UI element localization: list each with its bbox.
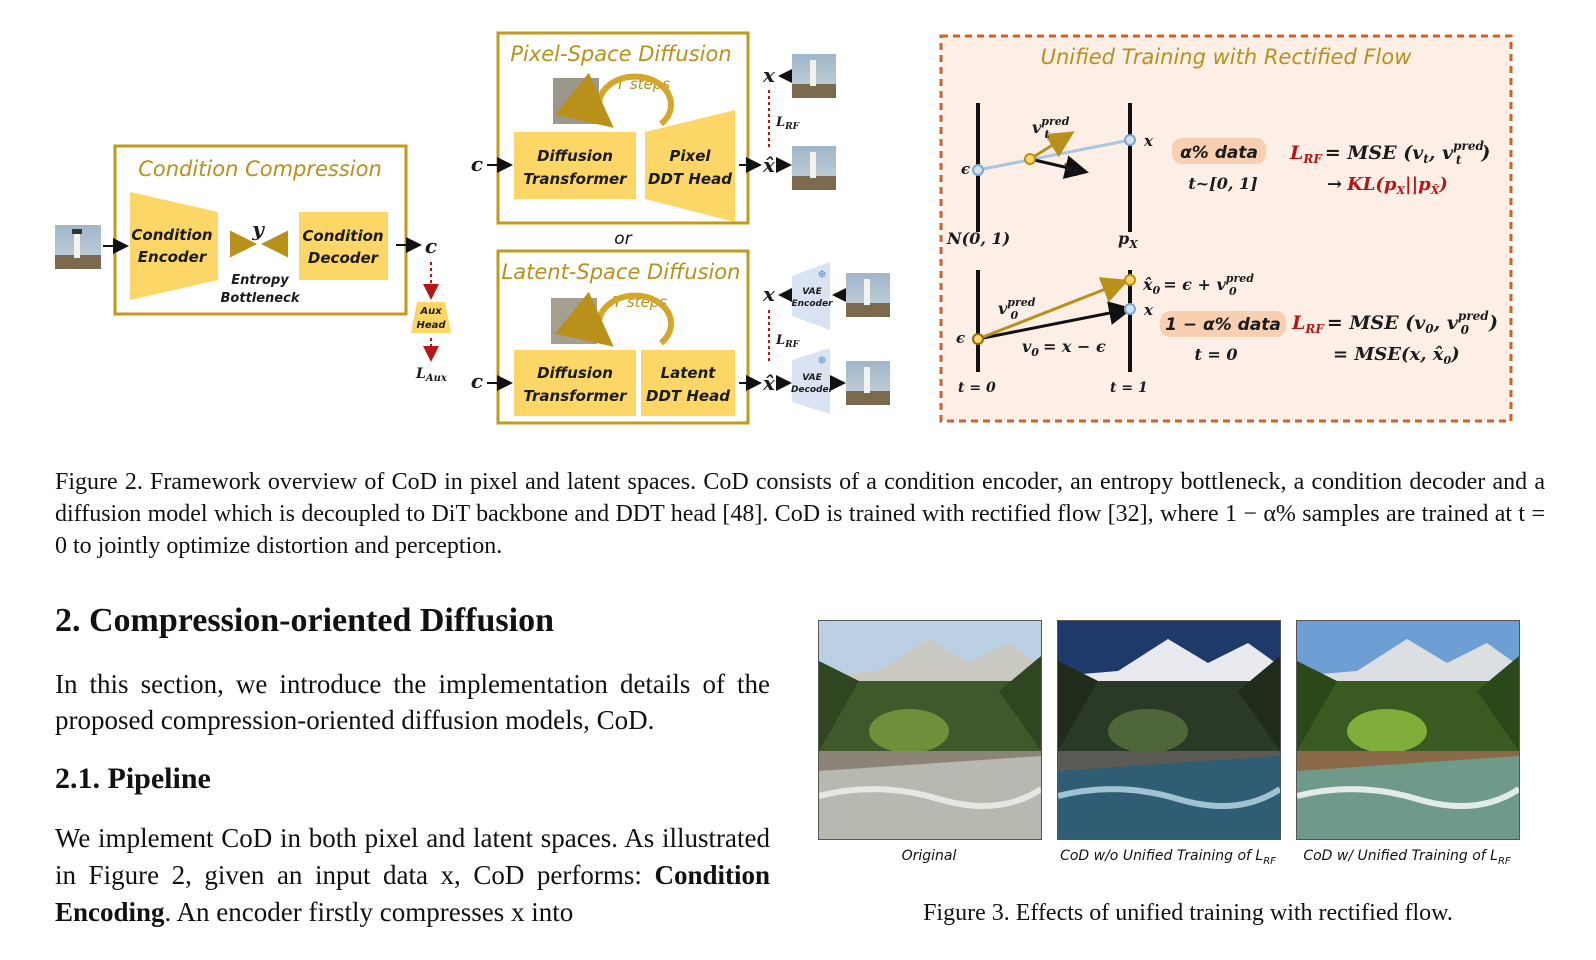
svg-text:α% data: α% data xyxy=(1180,143,1258,163)
svg-text:Encoder: Encoder xyxy=(791,299,833,309)
vae-decoder-block: VAE Decoder ❄ xyxy=(791,348,834,414)
photo-without-unified xyxy=(1057,620,1281,840)
aux-head-block xyxy=(411,302,451,333)
svg-text:x: x xyxy=(1143,132,1154,150)
unified-training-panel: Unified Training with Rectified Flow ϵ x… xyxy=(939,34,1513,423)
figure-2: Condition Compression Condition Encoder … xyxy=(0,0,1596,450)
svg-text:Encoder: Encoder xyxy=(138,248,208,266)
svg-text:VAE: VAE xyxy=(802,373,822,383)
svg-text:v0= x − ϵ: v0= x − ϵ xyxy=(1022,337,1106,359)
svg-text:DDT Head: DDT Head xyxy=(648,170,732,188)
pipeline-text: We implement CoD in both pixel and laten… xyxy=(55,823,770,890)
svg-text:c: c xyxy=(471,152,483,176)
photo-caption-original: Original xyxy=(901,848,957,864)
svg-text:Transformer: Transformer xyxy=(523,170,628,188)
framework-diagram: Condition Compression Condition Encoder … xyxy=(55,31,1513,425)
svg-text:= MSE(x, x̂0): = MSE(x, x̂0) xyxy=(1333,344,1460,367)
pixel-rf-loss: LRF xyxy=(775,115,800,132)
photo-original xyxy=(818,620,1042,840)
pipeline-paragraph: We implement CoD in both pixel and laten… xyxy=(55,820,770,931)
svg-text:Transformer: Transformer xyxy=(523,387,628,405)
condition-compression-title: Condition Compression xyxy=(138,157,382,181)
figure-2-caption: Figure 2. Framework overview of CoD in p… xyxy=(55,469,1545,559)
latent-recon-image xyxy=(846,361,890,405)
condition-encoding-term: Condition Encoding xyxy=(55,860,770,927)
pixel-recon-image xyxy=(792,146,836,190)
svg-text:Condition: Condition xyxy=(302,227,383,245)
aux-loss: LAux xyxy=(415,366,448,384)
svg-text:pX: pX xyxy=(1118,229,1138,251)
or-label: or xyxy=(614,229,632,249)
svg-text:c: c xyxy=(471,369,483,393)
condition-c: c xyxy=(425,234,437,258)
frozen-icon: ❄ xyxy=(817,355,826,367)
condition-decoder-block xyxy=(299,212,388,280)
pixel-ddt-head-block xyxy=(645,110,735,222)
svg-text:→KL(pX||pX̂): →KL(pX||pX̂) xyxy=(1327,174,1448,197)
svg-text:Head: Head xyxy=(416,320,446,331)
condition-compression-box: Condition Compression Condition Encoder … xyxy=(113,144,408,316)
frozen-icon: ❄ xyxy=(817,269,826,281)
intro-paragraph: In this section, we introduce the implem… xyxy=(55,669,770,735)
svg-text:x: x xyxy=(1143,301,1154,319)
subsection-heading: 2.1. Pipeline xyxy=(55,762,211,795)
pipeline-continuation: . An encoder firstly compresses x into xyxy=(164,897,574,927)
svg-text:N(0, 1): N(0, 1) xyxy=(946,229,1010,248)
condition-encoder-block xyxy=(130,192,218,300)
pixel-target-image xyxy=(792,54,836,98)
figure-3-caption: Figure 3. Effects of unified training wi… xyxy=(923,900,1453,926)
svg-text:Decoder: Decoder xyxy=(791,385,834,395)
svg-text:Latent: Latent xyxy=(661,364,717,382)
svg-text:LRF: LRF xyxy=(775,333,800,350)
bottleneck-symbol: y xyxy=(251,217,265,241)
svg-text:1 − α% data: 1 − α% data xyxy=(1165,315,1281,335)
photo-with-unified xyxy=(1296,620,1520,840)
svg-text:x̂: x̂ xyxy=(762,153,776,177)
svg-text:Bottleneck: Bottleneck xyxy=(221,291,301,306)
diffusion-transformer-block xyxy=(514,132,636,199)
pixel-space-box: Pixel-Space Diffusion T steps Diffusion … xyxy=(496,31,750,225)
svg-text:x: x xyxy=(762,282,776,306)
svg-text:Decoder: Decoder xyxy=(308,249,380,267)
svg-text:Unified Training with Rectifie: Unified Training with Rectified Flow xyxy=(1041,45,1413,69)
svg-text:ϵ: ϵ xyxy=(961,160,970,178)
svg-text:Entropy: Entropy xyxy=(231,273,289,288)
latent-space-box: Latent-Space Diffusion T steps Diffusion… xyxy=(496,249,750,425)
svg-text:DDT Head: DDT Head xyxy=(646,387,730,405)
svg-text:t~[0, 1]: t~[0, 1] xyxy=(1188,174,1257,193)
photo-caption-with: CoD w/ Unified Training of LRF xyxy=(1303,848,1511,867)
latent-noisy-image xyxy=(551,298,597,344)
svg-text:ϵ: ϵ xyxy=(956,329,965,347)
latent-target-image xyxy=(846,273,890,317)
section-heading: 2. Compression-oriented Diffusion xyxy=(55,602,554,639)
photo-caption-without: CoD w/o Unified Training of LRF xyxy=(1060,848,1276,867)
svg-text:Aux: Aux xyxy=(419,306,442,317)
svg-text:t = 1: t = 1 xyxy=(1110,380,1148,396)
input-image xyxy=(55,225,101,269)
svg-text:Diffusion: Diffusion xyxy=(537,147,613,165)
svg-text:Pixel: Pixel xyxy=(669,147,711,165)
svg-text:Pixel-Space Diffusion: Pixel-Space Diffusion xyxy=(510,42,731,66)
vae-encoder-block: VAE Encoder ❄ xyxy=(791,262,833,330)
svg-text:VAE: VAE xyxy=(802,287,822,297)
svg-text:Condition: Condition xyxy=(131,226,212,244)
svg-text:vt: vt xyxy=(1064,157,1078,179)
svg-text:t = 0: t = 0 xyxy=(1194,345,1237,364)
svg-text:x̂: x̂ xyxy=(762,371,776,395)
svg-text:Diffusion: Diffusion xyxy=(537,364,613,382)
svg-text:t = 0: t = 0 xyxy=(958,380,996,396)
svg-text:x: x xyxy=(762,63,776,87)
svg-text:Latent-Space Diffusion: Latent-Space Diffusion xyxy=(502,260,741,284)
